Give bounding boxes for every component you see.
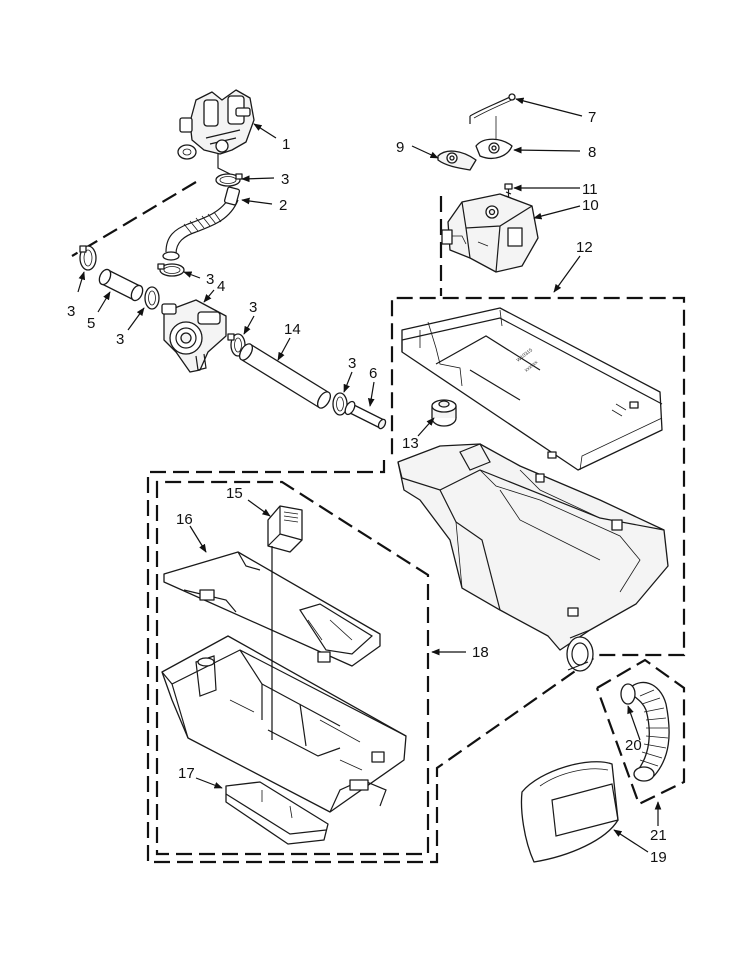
dispenser-drawer[interactable]	[161, 635, 407, 813]
dispenser-housing[interactable]	[397, 443, 669, 672]
dispenser-top-cover[interactable]: W10315 xxxxxx	[401, 307, 663, 471]
long-hose[interactable]	[237, 342, 333, 411]
clamp-3a[interactable]	[215, 173, 243, 187]
callout-3e: 3	[249, 299, 257, 316]
clamp-3f[interactable]	[332, 392, 348, 416]
callout-3f: 3	[348, 355, 356, 372]
clamp-3c[interactable]	[157, 263, 185, 277]
hose-assembly-outline	[71, 181, 197, 257]
callout-17: 17	[178, 765, 195, 782]
callout-2: 2	[279, 197, 287, 214]
drawer-assembly-outline	[155, 480, 430, 856]
inlet-hose[interactable]	[162, 186, 241, 261]
water-valve[interactable]	[177, 89, 255, 175]
drawer-handle[interactable]	[520, 761, 619, 863]
clamp-3b[interactable]	[79, 245, 97, 271]
callout-5: 5	[87, 315, 95, 332]
bellows-hose[interactable]	[620, 681, 670, 782]
callout-4: 4	[217, 278, 225, 295]
callout-19: 19	[650, 849, 667, 866]
nozzle[interactable]	[343, 400, 387, 430]
lever[interactable]	[437, 150, 477, 171]
dispenser-assembly-outline	[146, 296, 686, 864]
callout-3d: 3	[116, 331, 124, 348]
callout-21: 21	[650, 827, 667, 844]
bellows-outline	[595, 658, 686, 806]
callout-3b: 3	[67, 303, 75, 320]
callout-3c: 3	[206, 271, 214, 288]
callout-20: 20	[625, 737, 642, 754]
callout-12: 12	[576, 239, 593, 256]
short-hose[interactable]	[97, 268, 145, 303]
leader-lines	[77, 97, 662, 853]
callout-9: 9	[396, 139, 404, 156]
callout-18: 18	[472, 644, 489, 661]
actuator[interactable]	[475, 116, 513, 160]
switch-bracket[interactable]	[441, 193, 539, 273]
spring-clip[interactable]	[469, 93, 516, 124]
callout-3a: 3	[281, 171, 289, 188]
callout-15: 15	[226, 485, 243, 502]
callout-14: 14	[284, 321, 301, 338]
siphon-cap[interactable]	[267, 505, 303, 553]
callout-10: 10	[582, 197, 599, 214]
air-dome[interactable]	[161, 299, 227, 373]
callout-16: 16	[176, 511, 193, 528]
clamp-3d[interactable]	[144, 286, 160, 310]
callout-7: 7	[588, 109, 596, 126]
callout-8: 8	[588, 144, 596, 161]
slide-bar[interactable]	[225, 781, 329, 845]
bushing[interactable]	[431, 399, 457, 427]
callout-11: 11	[582, 181, 598, 198]
callout-1: 1	[282, 136, 290, 153]
callout-6: 6	[369, 365, 377, 382]
callout-13: 13	[402, 435, 419, 452]
